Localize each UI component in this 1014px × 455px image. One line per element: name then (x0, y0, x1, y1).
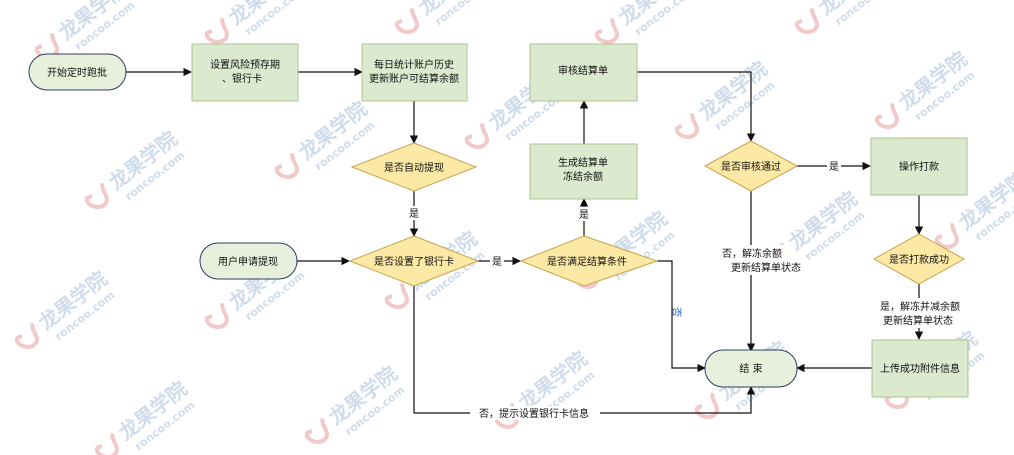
node-bank-card-set-label: 是否设置了银行卡 (374, 255, 454, 268)
node-daily-stats-line2: 更新账户可结算余额 (369, 72, 459, 85)
edge-bank-no-to-end (413, 286, 756, 414)
node-user-apply-label: 用户申请提现 (218, 255, 278, 268)
watermark-logo-icon (674, 113, 699, 139)
node-generate-statement-line1: 生成结算单 (558, 156, 608, 169)
edge-review-to-passed (637, 71, 756, 142)
watermark-logo-icon (204, 303, 229, 329)
watermark-logo-icon (304, 418, 329, 444)
watermark-logo-icon (274, 153, 299, 179)
node-generate-statement: 生成结算单 冻结余额 (529, 143, 638, 200)
node-end: 结 束 (704, 349, 798, 388)
watermark-logo-icon (694, 393, 719, 419)
edge-label-bank-yes: 是 (492, 256, 502, 268)
watermark-logo-icon (94, 433, 119, 455)
node-review-statement-label: 审核结算单 (558, 64, 608, 77)
node-set-risk-period-line1: 设置风险预存期 (210, 58, 280, 71)
watermark-logo-icon (384, 283, 409, 309)
node-end-label: 结 束 (739, 362, 762, 375)
node-operate-payment-label: 操作打款 (899, 160, 939, 173)
watermark-logo-icon (874, 103, 899, 129)
watermark-logo-icon (594, 18, 619, 44)
watermark-logo-icon (394, 8, 419, 34)
node-payment-success: 是否打款成功 (872, 233, 966, 285)
edge-label-review-yes: 是 (829, 161, 839, 173)
nodes: 开始定时跑批 设置风险预存期 、银行卡 每日统计账户历史 更新账户可结算余额 是… (28, 43, 969, 398)
node-generate-statement-line2: 冻结余额 (563, 170, 603, 183)
node-operate-payment: 操作打款 (870, 137, 968, 196)
watermark-logo-icon (204, 18, 229, 44)
node-meet-conditions: 是否满足结算条件 (519, 235, 659, 287)
edge-label-cond-yes: 是 (579, 209, 589, 221)
node-auto-withdraw: 是否自动提现 (350, 142, 478, 192)
node-set-risk-period-line2: 、银行卡 (222, 72, 262, 85)
node-meet-conditions-label: 是否满足结算条件 (547, 255, 627, 268)
node-upload-attachment: 上传成功附件信息 (871, 339, 969, 398)
node-daily-stats: 每日统计账户历史 更新账户可结算余额 (361, 43, 468, 102)
watermark-logo-icon (794, 8, 819, 34)
node-auto-withdraw-label: 是否自动提现 (384, 161, 444, 174)
edge-label-auto-yes: 是 (409, 208, 419, 220)
node-review-passed-label: 是否审核通过 (721, 160, 781, 173)
watermark-logo-icon (934, 223, 959, 249)
node-set-risk-period: 设置风险预存期 、银行卡 (191, 43, 299, 102)
node-review-statement: 审核结算单 (529, 43, 638, 102)
edge-cond-no-to-end (657, 260, 706, 373)
watermark-logo-icon (14, 323, 39, 349)
edge-label-pay-yes-line2: 更新结算单状态 (883, 314, 953, 327)
edge-label-review-no-line1: 否，解冻余额 (722, 247, 782, 260)
node-daily-stats-line1: 每日统计账户历史 (374, 58, 454, 71)
node-start-batch: 开始定时跑批 (28, 53, 127, 91)
edge-label-cond-no: 否 (670, 307, 682, 317)
node-review-passed: 是否审核通过 (703, 140, 799, 192)
watermark-logo-icon (464, 123, 489, 149)
edge-label-bank-no: 否，提示设置银行卡信息 (479, 407, 589, 420)
node-upload-attachment-label: 上传成功附件信息 (880, 362, 960, 375)
watermark-logo-icon (84, 183, 109, 209)
edge-label-review-no-line2: 更新结算单状态 (731, 261, 801, 274)
node-start-batch-label: 开始定时跑批 (47, 66, 107, 79)
edge-label-pay-yes-line1: 是，解冻并减余额 (880, 300, 960, 313)
node-bank-card-set: 是否设置了银行卡 (348, 235, 480, 287)
node-user-apply: 用户申请提现 (199, 242, 298, 280)
edge-labels: 是 是 是 否 是 否，解冻余额 更新结算单状态 是，解冻并减余额 更新结算单状… (407, 159, 966, 420)
node-payment-success-label: 是否打款成功 (889, 253, 949, 266)
